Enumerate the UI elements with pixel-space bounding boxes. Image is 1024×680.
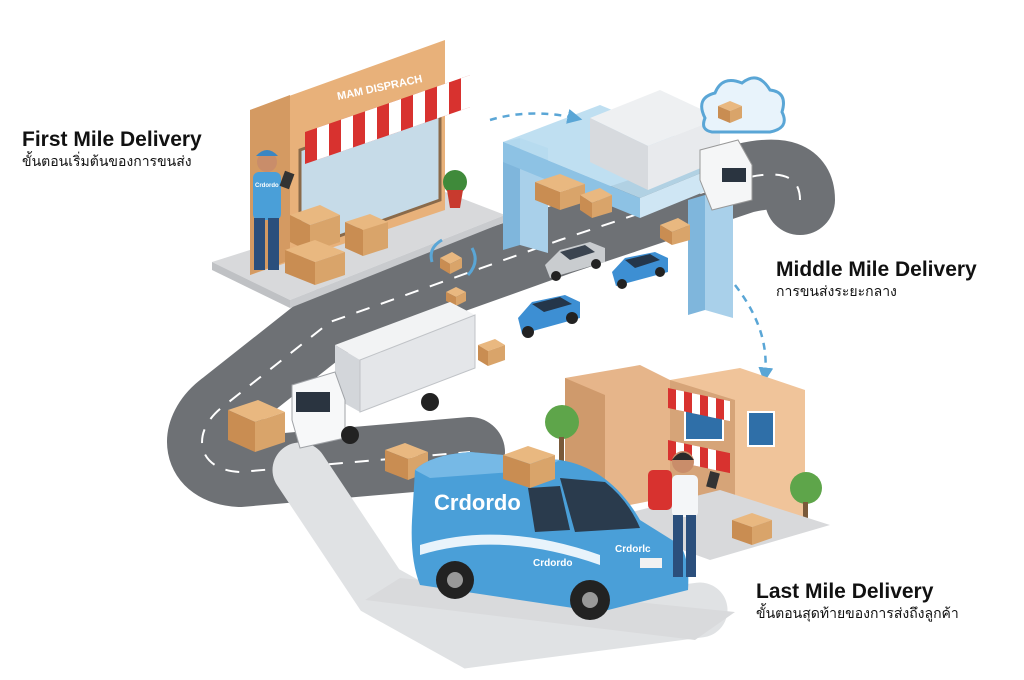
worker-shirt-text: Crdordo (255, 183, 279, 189)
first-mile-worker (253, 150, 295, 270)
first-mile-label: First Mile Delivery ขั้นตอนเริ่มต้นของกา… (22, 128, 202, 172)
last-mile-title: Last Mile Delivery (756, 580, 934, 603)
flow-arrow-middle-to-last (734, 284, 774, 383)
stacked-boxes (285, 205, 388, 285)
first-mile-store (212, 40, 505, 308)
middle-mile-label: Middle Mile Delivery การขนส่งระยะกลาง (776, 258, 977, 302)
middle-mile-title: Middle Mile Delivery (776, 258, 977, 281)
car-blue-1 (612, 252, 668, 289)
flow-arrow-first-to-middle (489, 109, 583, 124)
van-door-text: Crdorlc (615, 544, 651, 555)
awning (305, 75, 470, 164)
middle-mile-subtitle: การขนส่งระยะกลาง (776, 284, 897, 300)
tracking-signal-icon (429, 238, 477, 306)
last-mile-label: Last Mile Delivery ขั้นตอนสุดท้ายของการส… (756, 580, 959, 624)
delivery-truck (291, 302, 505, 449)
last-mile-courier (648, 451, 720, 577)
car-blue-2 (518, 295, 580, 338)
van-brand-text: Crdordo (434, 490, 521, 515)
last-mile-subtitle: ขั้นตอนสุดท้ายของการส่งถึงลูกค้า (756, 606, 959, 622)
delivery-van: Crdordo Crdordo Crdorlc (365, 446, 735, 640)
cloud-icon (700, 76, 786, 134)
first-mile-subtitle: ขั้นตอนเริ่มต้นของการขนส่ง (22, 154, 192, 170)
van-side-text: Crdordo (533, 558, 572, 569)
car-silver (545, 242, 605, 281)
first-mile-title: First Mile Delivery (22, 128, 202, 151)
road-box-left (228, 400, 285, 452)
middle-mile-gantry (503, 90, 753, 318)
